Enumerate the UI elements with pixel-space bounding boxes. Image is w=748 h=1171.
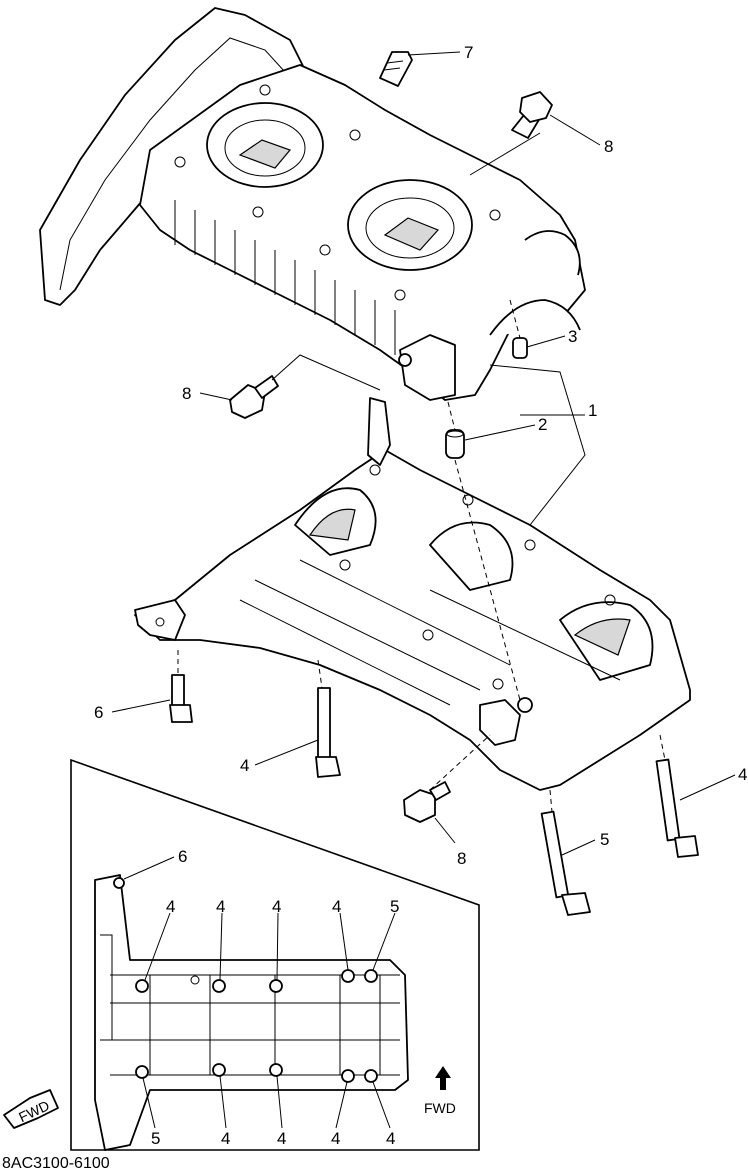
callout-5: 5 [600,830,609,849]
inset-callout-6: 6 [178,847,187,866]
part-8-bolt-upper [511,91,553,139]
inset-callout-5-top: 5 [390,897,399,916]
callout-1: 1 [588,401,597,420]
part-4-bolt-right [655,758,699,858]
inset-callout-4-a: 4 [166,897,175,916]
part-8-bolt-front [403,781,451,823]
callout-8-top: 8 [604,137,613,156]
inset-callout-4-g: 4 [331,1129,340,1148]
callout-6: 6 [94,703,103,722]
callout-3: 3 [568,327,577,346]
part-7-plug [379,51,413,87]
part-4-bolt-left [315,687,341,778]
part-3-dowel [512,337,528,359]
inset-callout-4-e: 4 [221,1129,230,1148]
inset-callout-4-h: 4 [386,1129,395,1148]
fwd-badge-icon [3,1089,59,1129]
callout-7: 7 [464,43,473,62]
inset-callout-5-bottom: 5 [151,1129,160,1148]
diagram-code: 8AC3100-6100 [2,1155,110,1171]
fwd-badge-label: FWD [16,1097,52,1125]
callout-4-right: 4 [738,765,747,784]
lower-crankcase [134,397,691,791]
callout-4-left: 4 [240,756,249,775]
inset-callout-4-d: 4 [332,897,341,916]
part-8-bolt-left [229,375,279,419]
callout-8-front: 8 [457,849,466,868]
part-2-dowel [445,429,465,459]
upper-crankcase [39,7,586,401]
callout-8-left: 8 [182,384,191,403]
leader-lines [111,51,736,856]
callout-2: 2 [538,415,547,434]
inset-callout-4-c: 4 [272,897,281,916]
inset-bottom-view [70,758,480,1151]
part-6-bolt [169,674,193,723]
fwd-arrow-icon [435,1066,451,1090]
inset-callout-4-f: 4 [277,1129,286,1148]
fwd-label: FWD [424,1100,456,1116]
part-5-bolt [540,810,591,916]
inset-callout-4-b: 4 [216,897,225,916]
